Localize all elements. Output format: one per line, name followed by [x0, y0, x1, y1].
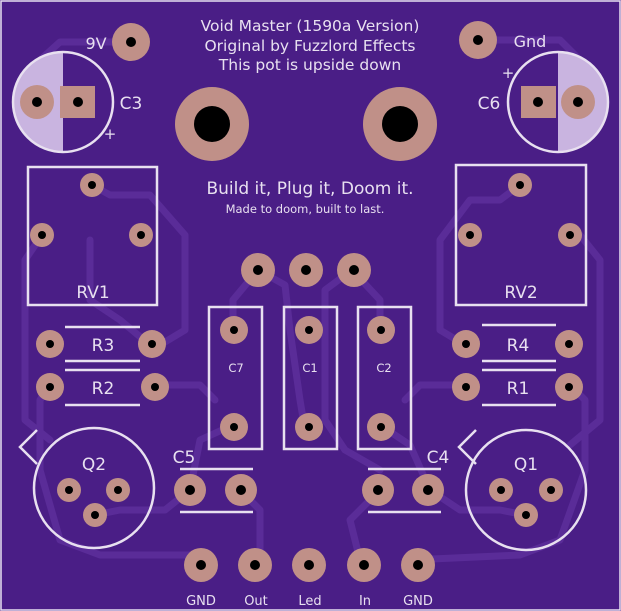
io-label-out: Out — [244, 594, 268, 609]
transistor-q1: Q1 — [457, 428, 588, 552]
c6-plus: + — [502, 64, 515, 82]
subslogan: Made to doom, built to last. — [226, 202, 385, 216]
capacitor-c3: C3 + — [11, 50, 143, 154]
r2-label: R2 — [92, 379, 115, 399]
resistor-r2: R2 — [36, 368, 169, 407]
mount-hole-left — [175, 87, 249, 161]
ground-label: Gnd — [514, 32, 547, 51]
header-pads — [241, 253, 371, 287]
capacitor-c5: C5 — [173, 448, 257, 514]
q2-label: Q2 — [82, 455, 106, 475]
io-pad-gnd-left: GND — [184, 548, 218, 609]
resistor-r4: R4 — [452, 323, 583, 363]
resistor-r3: R3 — [36, 325, 166, 363]
r3-label: R3 — [92, 336, 115, 356]
io-pad-gnd-right: GND — [401, 548, 435, 609]
io-pad-led: Led — [292, 548, 326, 609]
io-pad-in: In — [347, 548, 381, 609]
r4-label: R4 — [507, 336, 530, 356]
capacitor-c2: C2 — [356, 305, 413, 451]
c4-label: C4 — [427, 448, 450, 468]
capacitor-c4: C4 — [362, 448, 450, 514]
q1-label: Q1 — [514, 455, 538, 475]
c3-plus: + — [104, 125, 117, 143]
c6-label: C6 — [478, 94, 501, 114]
potentiometer-rv2: RV2 — [454, 163, 588, 307]
io-label-gnd-right: GND — [403, 594, 433, 609]
mount-hole-right — [363, 87, 437, 161]
title-block: Void Master (1590a Version) Original by … — [201, 17, 420, 74]
power-label: 9V — [85, 34, 106, 53]
io-label-in: In — [359, 594, 371, 609]
title-line-1: Void Master (1590a Version) — [201, 17, 420, 35]
potentiometer-rv1: RV1 — [26, 165, 159, 307]
slogan: Build it, Plug it, Doom it. — [206, 179, 413, 199]
c5-label: C5 — [173, 448, 196, 468]
capacitor-c1: C1 — [282, 305, 339, 451]
io-pad-out: Out — [238, 548, 272, 609]
rv1-label: RV1 — [76, 283, 109, 303]
c1-label: C1 — [302, 361, 317, 375]
io-label-led: Led — [298, 594, 321, 609]
title-line-2: Original by Fuzzlord Effects — [204, 37, 415, 55]
c3-label: C3 — [120, 94, 143, 114]
c2-label: C2 — [376, 361, 391, 375]
resistor-r1: R1 — [452, 368, 583, 407]
rv2-label: RV2 — [504, 283, 537, 303]
r1-label: R1 — [507, 379, 530, 399]
c7-label: C7 — [228, 361, 243, 375]
io-label-gnd-left: GND — [186, 594, 216, 609]
capacitor-c7: C7 — [207, 305, 264, 451]
ground-pad — [459, 21, 497, 59]
transistor-q2: Q2 — [18, 426, 156, 550]
power-pad — [112, 23, 150, 61]
title-line-3: This pot is upside down — [218, 56, 401, 74]
capacitor-c6: C6 + — [478, 50, 610, 154]
